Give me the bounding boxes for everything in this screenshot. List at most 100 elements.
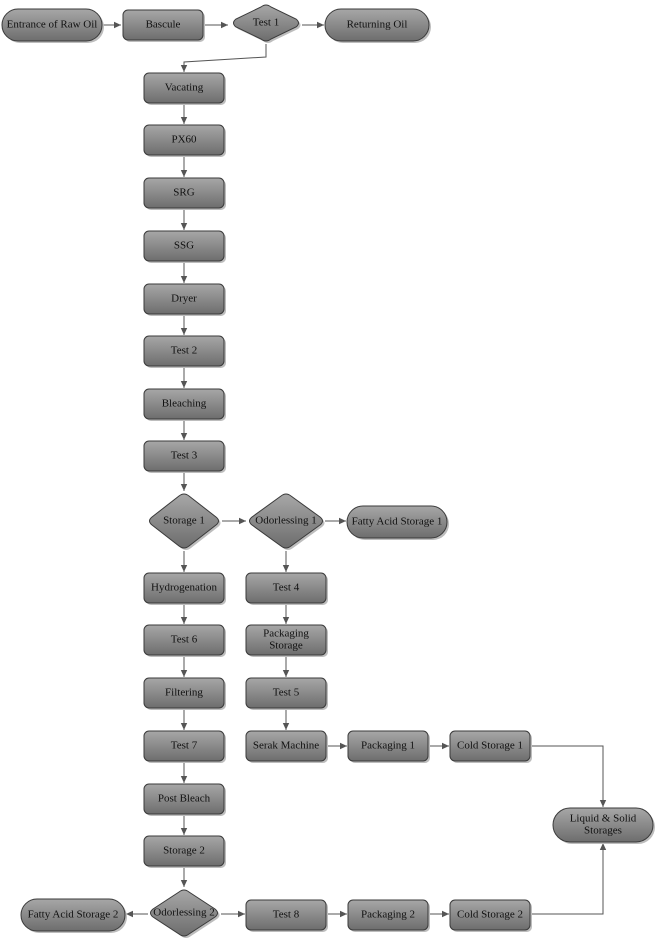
node-postbleach: Post Bleach: [143, 783, 226, 816]
process-shape: [143, 72, 225, 104]
node-label: Storage 2: [163, 845, 205, 857]
node-test5: Test 5: [245, 677, 328, 710]
decision-shape: [150, 889, 218, 937]
node-label: Packaging: [263, 628, 309, 640]
node-bleaching: Bleaching: [143, 388, 226, 421]
node-odorless2: Odorlessing 2: [150, 889, 220, 938]
node-fatty1: Fatty Acid Storage 1: [346, 505, 449, 540]
node-label: Test 7: [171, 740, 198, 752]
node-label: Odorlessing 1: [255, 515, 316, 527]
process-shape: [122, 9, 204, 41]
process-shape: [449, 899, 531, 931]
node-label: Storage 1: [163, 515, 205, 527]
node-test4: Test 4: [245, 572, 328, 605]
node-label: Filtering: [165, 687, 203, 699]
process-shape: [143, 124, 225, 156]
process-shape: [143, 572, 225, 604]
node-label: Test 5: [273, 687, 300, 699]
node-serak: Serak Machine: [245, 730, 328, 763]
node-ssg: SSG: [143, 230, 226, 263]
node-storage2: Storage 2: [143, 835, 226, 868]
node-label: Hydrogenation: [151, 582, 217, 594]
node-label: Packaging 1: [361, 740, 415, 752]
process-shape: [143, 730, 225, 762]
node-label: Bascule: [146, 19, 181, 31]
node-test7: Test 7: [143, 730, 226, 763]
node-label: PX60: [171, 134, 197, 146]
process-shape: [347, 730, 429, 762]
process-shape: [143, 388, 225, 420]
node-label: Dryer: [171, 293, 197, 305]
node-label: Fatty Acid Storage 1: [352, 516, 443, 528]
node-label: Test 1: [253, 17, 279, 29]
arrow-cold1-to-liquid: [531, 745, 607, 807]
terminal-shape: [346, 505, 448, 539]
node-label: Test 3: [171, 450, 198, 462]
process-shape: [143, 230, 225, 262]
process-shape: [245, 624, 327, 656]
node-label: SSG: [174, 240, 194, 252]
arrow-cold2-to-liquid: [531, 843, 607, 915]
node-bascule: Bascule: [122, 9, 205, 42]
node-label: Entrance of Raw Oil: [7, 19, 98, 31]
arrow-test1-to-vacating: [180, 44, 267, 72]
node-test3: Test 3: [143, 440, 226, 473]
node-test1: Test 1: [233, 4, 301, 43]
process-shape: [143, 783, 225, 815]
node-label: Test 2: [171, 345, 197, 357]
node-layer: Entrance of Raw Oil Bascule Test 1 Returnin…: [1, 4, 655, 938]
process-shape: [143, 835, 225, 867]
terminal-shape: [20, 898, 126, 932]
node-srg: SRG: [143, 177, 226, 210]
terminal-shape: [1, 8, 103, 42]
node-label: Returning Oil: [347, 19, 408, 31]
node-px60: PX60: [143, 124, 226, 157]
process-shape: [449, 730, 531, 762]
node-fatty2: Fatty Acid Storage 2: [20, 898, 127, 933]
node-filtering: Filtering: [143, 677, 226, 710]
node-label: Cold Storage 2: [457, 909, 523, 921]
node-label: Test 4: [273, 582, 300, 594]
node-label: SRG: [173, 187, 194, 199]
node-cold1: Cold Storage 1: [449, 730, 532, 763]
node-label: Bleaching: [162, 398, 207, 410]
terminal-shape: [552, 807, 654, 843]
node-label: Packaging 2: [361, 909, 415, 921]
node-label: Odorlessing 2: [153, 907, 214, 919]
process-shape: [143, 624, 225, 656]
process-shape: [245, 572, 327, 604]
terminal-shape: [324, 8, 430, 42]
process-shape: [143, 177, 225, 209]
process-shape: [143, 335, 225, 367]
node-pack1: Packaging 1: [347, 730, 430, 763]
node-test6: Test 6: [143, 624, 226, 657]
node-label: Serak Machine: [253, 740, 319, 752]
process-shape: [245, 899, 327, 931]
connector-layer: [102, 21, 607, 918]
node-storage1: Storage 1: [149, 493, 221, 550]
node-label: Vacating: [165, 82, 204, 94]
node-odorless1: Odorlessing 1: [249, 493, 325, 550]
decision-shape: [233, 4, 299, 42]
node-cold2: Cold Storage 2: [449, 899, 532, 932]
node-returning: Returning Oil: [324, 8, 431, 43]
node-label: Liquid & Solid: [570, 813, 637, 825]
node-label: Storages: [584, 825, 622, 837]
node-test8: Test 8: [245, 899, 328, 932]
process-shape: [143, 283, 225, 315]
node-label: Post Bleach: [158, 793, 211, 805]
process-shape: [245, 730, 327, 762]
node-label: Test 8: [273, 909, 300, 921]
node-entrance: Entrance of Raw Oil: [1, 8, 104, 43]
node-test2: Test 2: [143, 335, 226, 368]
node-dryer: Dryer: [143, 283, 226, 316]
node-label: Test 6: [171, 634, 198, 646]
process-shape: [347, 899, 429, 931]
node-label: Fatty Acid Storage 2: [28, 909, 119, 921]
node-label: Cold Storage 1: [457, 740, 523, 752]
process-shape: [143, 677, 225, 709]
decision-shape: [249, 493, 323, 549]
